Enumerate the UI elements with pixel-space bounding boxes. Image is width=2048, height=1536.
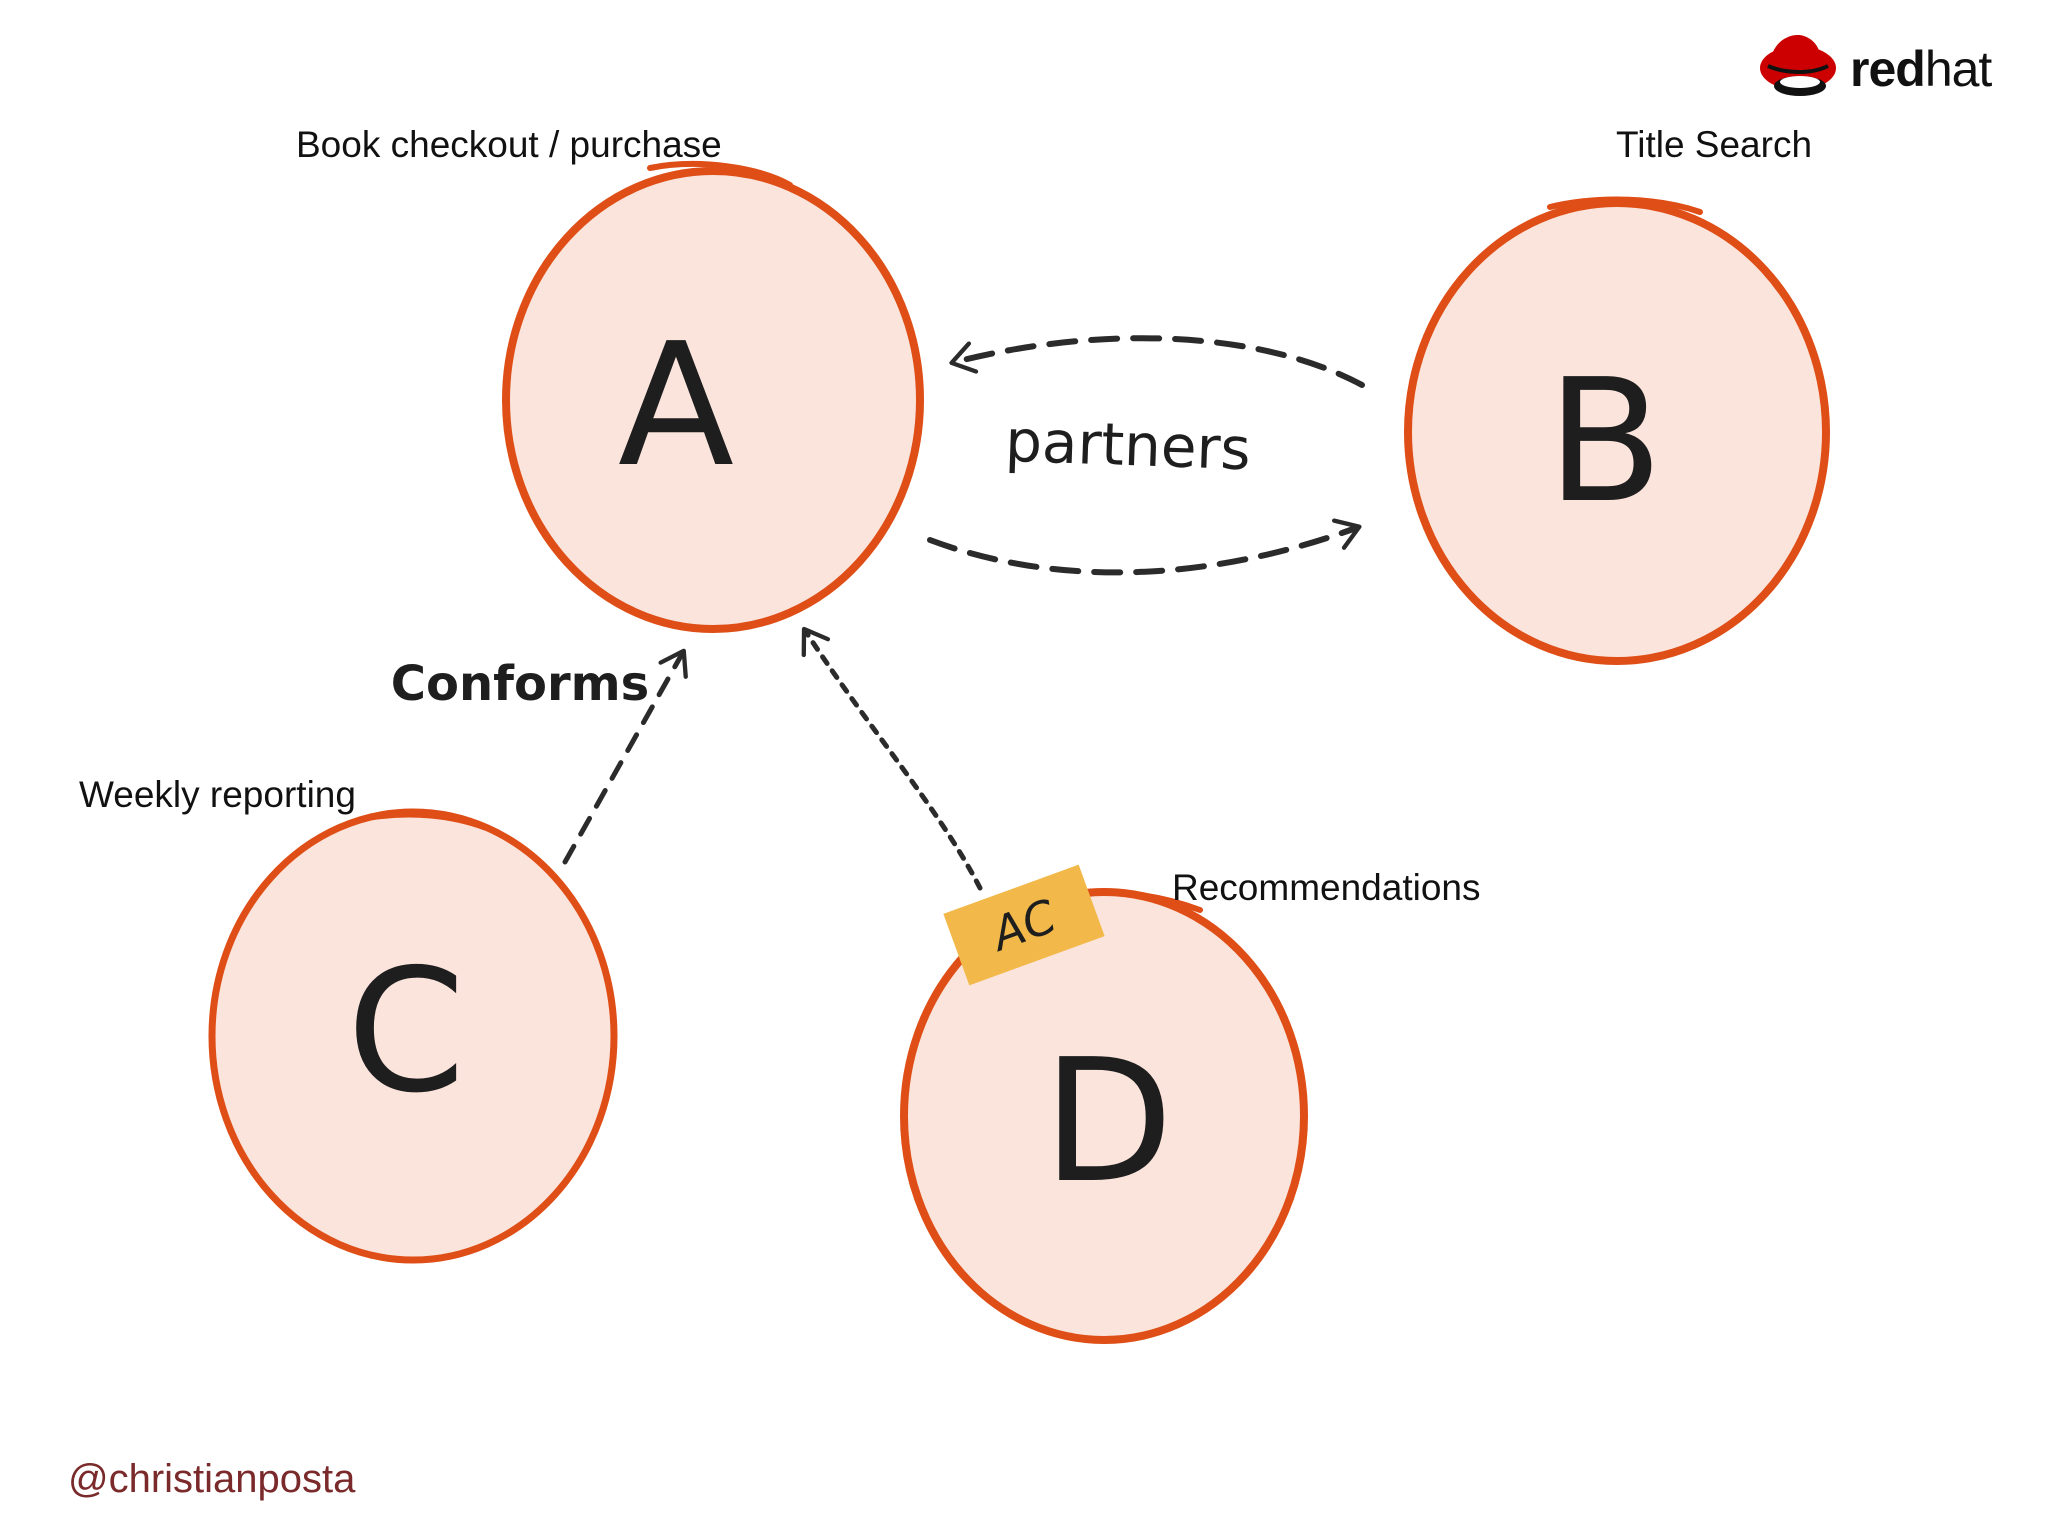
- author-handle: @christianposta: [68, 1457, 356, 1501]
- node-d-label: Recommendations: [1172, 867, 1481, 908]
- node-c-label: Weekly reporting: [79, 774, 356, 815]
- edge-c-to-a: [562, 648, 688, 865]
- node-b-letter: B: [1547, 343, 1664, 541]
- edge-d-to-a: [801, 626, 983, 891]
- ac-tag: AC: [943, 864, 1105, 986]
- node-d: [900, 888, 1308, 1344]
- edge-b-to-a: [949, 335, 1365, 388]
- node-b: [1404, 196, 1830, 665]
- node-c-letter: C: [347, 933, 466, 1131]
- redhat-logo-text: redhat: [1850, 41, 1992, 97]
- node-a: [502, 161, 924, 633]
- node-b-label: Title Search: [1616, 124, 1813, 165]
- edge-a-to-b: [927, 518, 1362, 576]
- edge-label-conforms: Conforms: [391, 656, 650, 712]
- node-a-letter: A: [618, 307, 734, 505]
- redhat-logo-icon: [1760, 35, 1836, 96]
- redhat-logo: redhat: [1758, 28, 1998, 100]
- node-a-label: Book checkout / purchase: [296, 124, 722, 165]
- edge-label-partners: partners: [1004, 407, 1252, 484]
- node-d-letter: D: [1043, 1023, 1174, 1221]
- node-c: [208, 808, 618, 1264]
